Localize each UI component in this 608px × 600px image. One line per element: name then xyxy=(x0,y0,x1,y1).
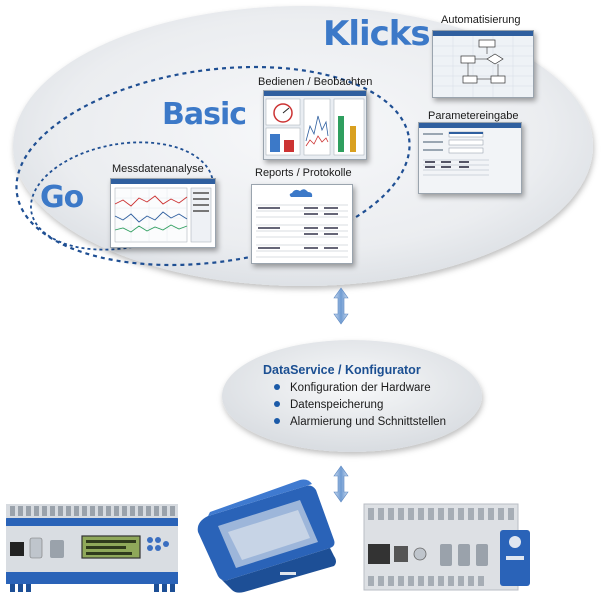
measurement-chart-graphic xyxy=(111,184,215,247)
list-item: Alarmierung und Schnittstellen xyxy=(274,414,446,431)
bullet-dot-icon xyxy=(274,384,280,390)
dataservice-title: DataService / Konfigurator xyxy=(263,363,421,377)
list-item: Datenspeicherung xyxy=(274,397,446,414)
dataservice-ellipse xyxy=(222,340,482,452)
device-center-case xyxy=(196,479,336,593)
dashboard-graphic xyxy=(264,96,366,159)
double-arrow-icon xyxy=(333,465,349,503)
label-messdaten: Messdatenanalyse xyxy=(112,163,204,175)
thumb-parametereingabe xyxy=(418,122,522,194)
thumb-bedienen xyxy=(263,90,367,160)
label-automatisierung: Automatisierung xyxy=(441,14,521,26)
device-right-module xyxy=(363,503,530,591)
bullet-dot-icon xyxy=(274,401,280,407)
label-parametereingabe: Parametereingabe xyxy=(428,110,519,122)
form-graphic xyxy=(419,128,521,193)
device-left-logger xyxy=(6,504,178,592)
flowchart-graphic xyxy=(433,36,533,97)
tier-basic: Basic xyxy=(162,97,247,132)
bullet-dot-icon xyxy=(274,418,280,424)
report-graphic xyxy=(252,185,352,263)
dataservice-list: Konfiguration der Hardware Datenspeicher… xyxy=(274,380,446,431)
thumb-messdaten xyxy=(110,178,216,248)
label-reports: Reports / Protokolle xyxy=(255,167,352,179)
tier-go: Go xyxy=(40,180,84,215)
thumb-reports xyxy=(251,184,353,264)
basic-ellipse xyxy=(15,65,411,267)
label-bedienen: Bedienen / Beobachten xyxy=(258,76,373,88)
thumb-automatisierung xyxy=(432,30,534,98)
list-item: Konfiguration der Hardware xyxy=(274,380,446,397)
tier-klicks: Klicks xyxy=(323,14,431,54)
double-arrow-icon xyxy=(333,287,349,325)
